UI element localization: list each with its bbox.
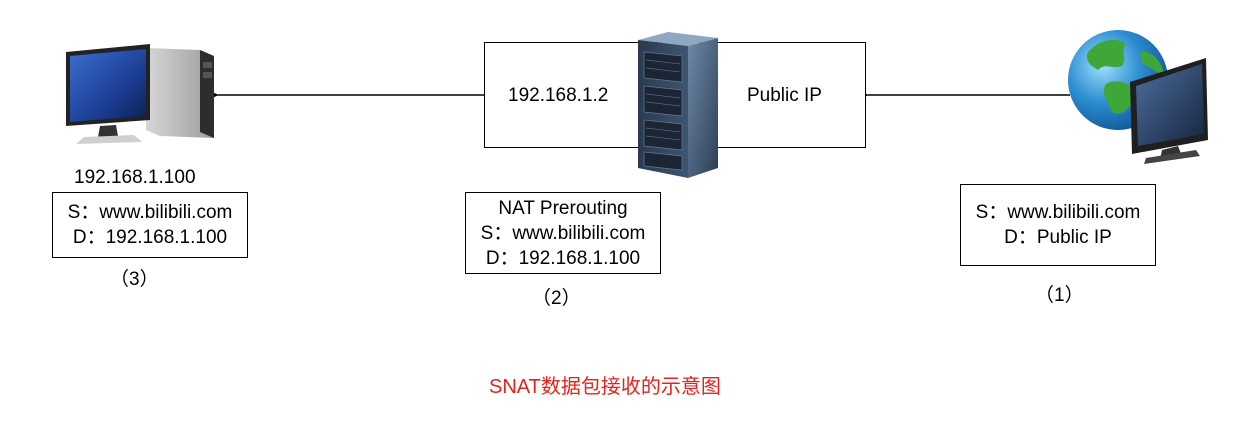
router-packet-source: S：www.bilibili.com (480, 222, 646, 244)
globe-monitor-icon (1068, 30, 1208, 164)
client-packet-box: S：www.bilibili.com D：192.168.1.100 (52, 192, 248, 258)
internet-step-label: （1） (1035, 285, 1084, 306)
internet-packet-box: S：www.bilibili.com D：Public IP (960, 184, 1156, 266)
internet-packet-source: S：www.bilibili.com (975, 202, 1141, 223)
client-packet-dest: D：192.168.1.100 (72, 227, 228, 248)
client-step-label: （3） (110, 269, 159, 290)
router-inner-ip: 192.168.1.2 (508, 85, 609, 106)
desktop-computer-icon (66, 44, 214, 144)
router-packet-title: NAT Prerouting (498, 197, 628, 219)
client-packet-source: S：www.bilibili.com (67, 202, 233, 223)
internet-packet-dest: D：Public IP (1004, 227, 1112, 248)
router-packet-box: NAT Prerouting S：www.bilibili.com D：192.… (465, 192, 661, 274)
diagram-caption: SNAT数据包接收的示意图 (489, 376, 721, 398)
router-packet-dest: D：192.168.1.100 (485, 247, 641, 269)
router-step-label: （2） (532, 288, 581, 309)
server-rack-icon (638, 32, 718, 178)
router-outer-ip: Public IP (747, 85, 822, 106)
client-ip-label: 192.168.1.100 (74, 167, 196, 188)
